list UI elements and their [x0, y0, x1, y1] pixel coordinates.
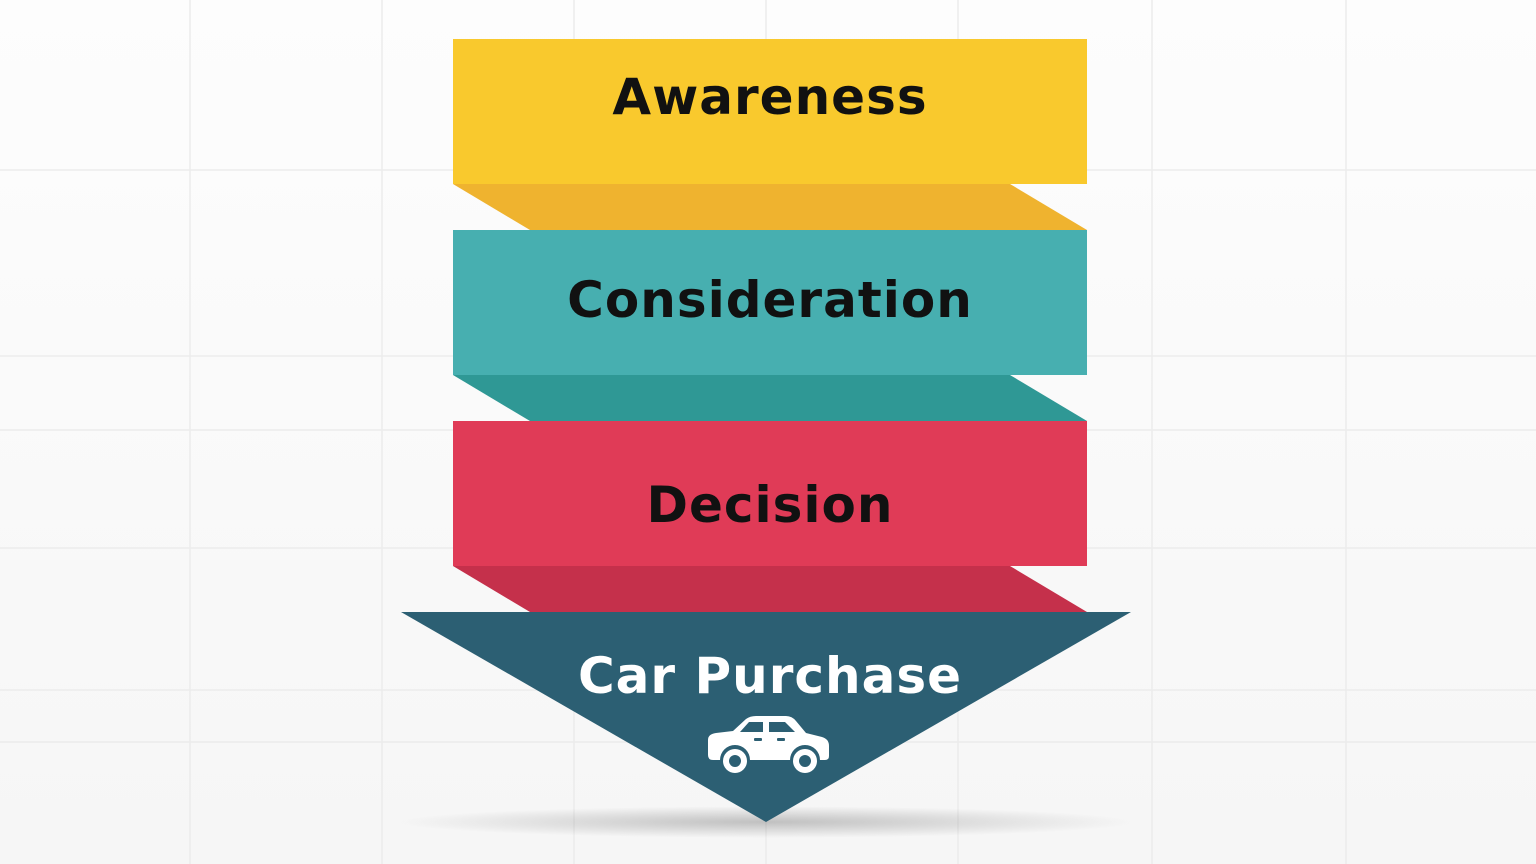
awareness-band	[453, 39, 1087, 184]
stage-label-decision: Decision	[646, 476, 894, 534]
awareness-fold	[453, 184, 1087, 230]
stage-label-consideration: Consideration	[567, 271, 973, 329]
car-icon	[708, 716, 829, 773]
outcome-label-car-purchase: Car Purchase	[577, 647, 963, 705]
stage-label-awareness: Awareness	[612, 68, 928, 126]
decision-band	[453, 421, 1087, 566]
decision-fold	[453, 566, 1087, 612]
consideration-fold	[453, 375, 1087, 421]
consideration-band	[453, 230, 1087, 375]
